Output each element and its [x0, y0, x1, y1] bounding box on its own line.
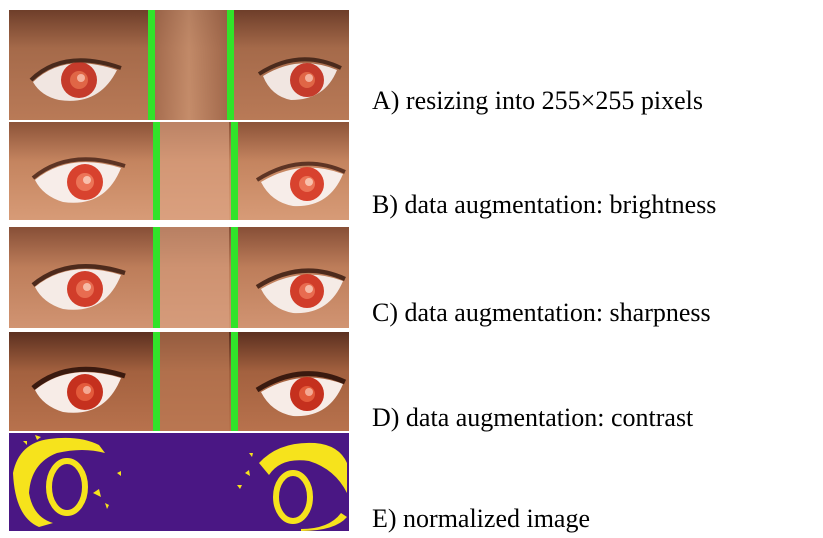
eye-image-brightness: [9, 122, 349, 220]
caption-a: A) resizing into 255×255 pixels: [372, 88, 703, 114]
center-line-right: [227, 10, 234, 120]
center-line-left: [148, 10, 155, 120]
caption-b: B) data augmentation: brightness: [372, 192, 716, 218]
eye-image-sharpness: [9, 227, 349, 328]
caption-d: D) data augmentation: contrast: [372, 405, 693, 431]
caption-e: E) normalized image: [372, 506, 590, 532]
eye-image-normalized: [9, 433, 349, 531]
caption-c: C) data augmentation: sharpness: [372, 300, 711, 326]
eye-image-contrast: [9, 332, 349, 431]
eye-image-resized: [9, 10, 349, 120]
